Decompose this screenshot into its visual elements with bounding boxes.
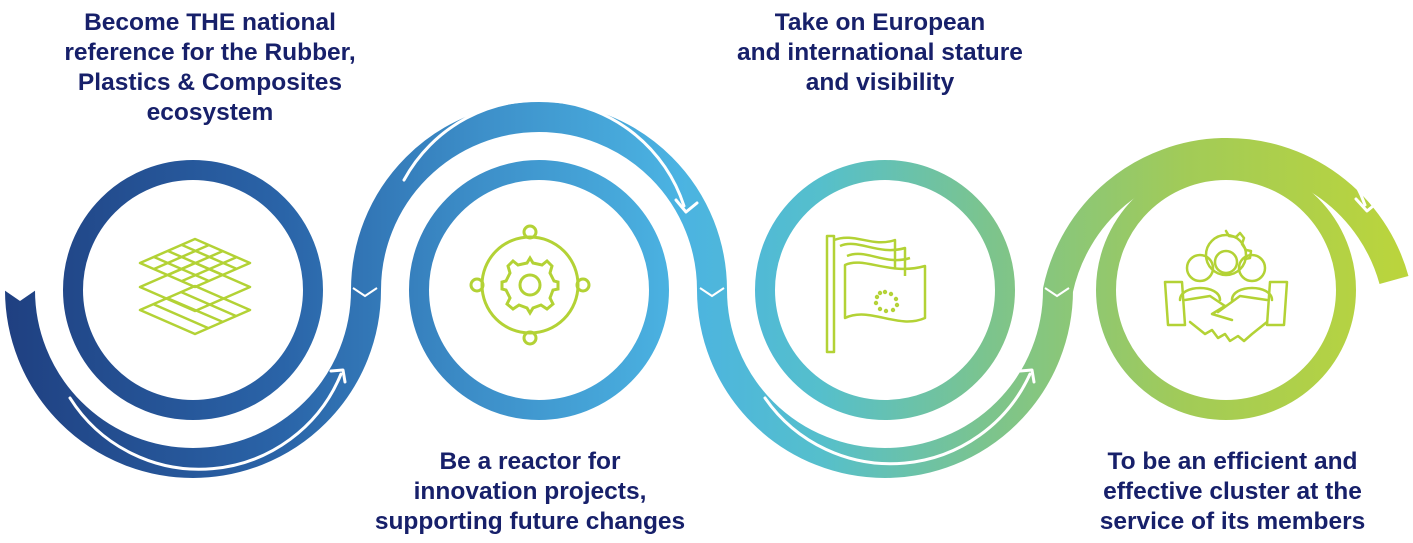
step-3-caption: Take on European and international statu… <box>710 8 1050 98</box>
wave-ribbon <box>5 102 1409 478</box>
step-1-caption-line: reference for the Rubber, <box>64 39 356 66</box>
circle-step-1 <box>63 160 323 420</box>
step-3-caption-line: Take on European <box>774 9 986 36</box>
step-1-caption-line: Plastics & Composites <box>77 69 343 96</box>
step-2-caption-line: supporting future changes <box>374 508 686 535</box>
circle-step-3 <box>755 160 1015 420</box>
gear-network-icon <box>469 224 591 346</box>
circle-step-4 <box>1096 160 1356 420</box>
ribbon-arrows <box>68 98 1380 471</box>
step-1-caption-line: Become THE national <box>84 9 336 36</box>
ribbon-start-notch <box>4 290 36 301</box>
step-4-caption: To be an efficient and effective cluster… <box>1060 447 1405 537</box>
step-1-caption: Become THE national reference for the Ru… <box>45 8 375 128</box>
step-1-caption-line: ecosystem <box>146 99 274 126</box>
european-flags-icon <box>825 234 927 354</box>
step-4-caption-line: To be an efficient and <box>1107 448 1358 475</box>
step-2-caption-line: Be a reactor for <box>439 448 621 475</box>
circle-step-2 <box>409 160 669 420</box>
step-4-caption-line: service of its members <box>1099 508 1366 535</box>
team-handshake-icon <box>1163 229 1289 343</box>
step-2-caption: Be a reactor for innovation projects, su… <box>355 447 705 537</box>
junction-chevrons <box>352 287 1070 298</box>
step-2-caption-line: innovation projects, <box>413 478 647 505</box>
layers-grid-icon <box>138 237 252 336</box>
step-4-caption-line: effective cluster at the <box>1103 478 1362 505</box>
step-3-caption-line: and visibility <box>805 69 955 96</box>
step-3-caption-line: and international stature <box>737 39 1023 66</box>
